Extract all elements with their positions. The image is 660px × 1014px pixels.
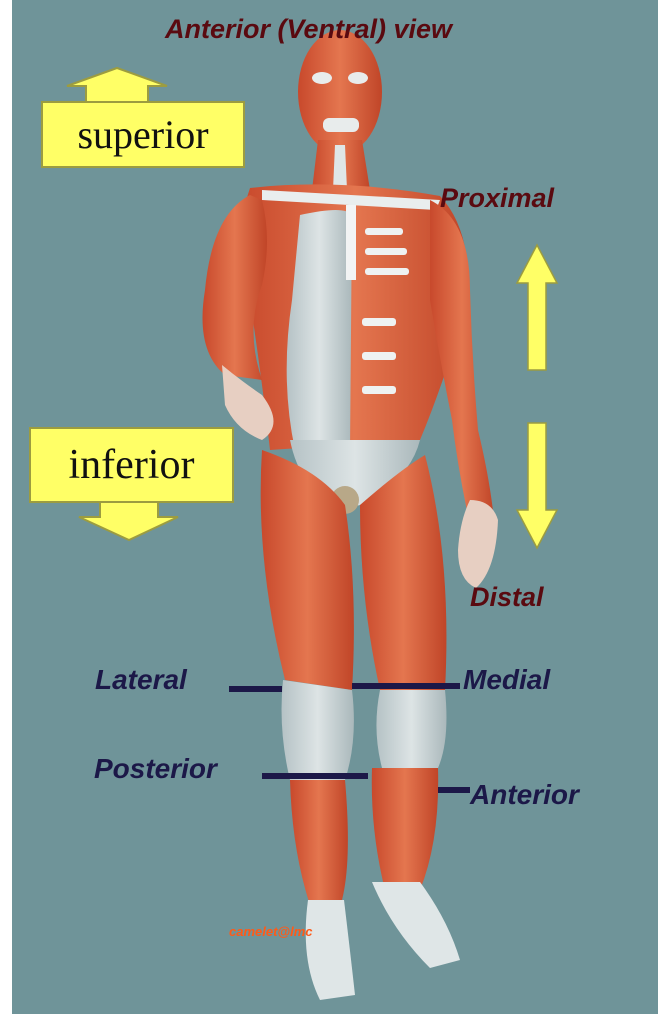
distal-label: Distal [470, 582, 544, 613]
medial-label: Medial [463, 664, 550, 696]
view-title: Anterior (Ventral) view [165, 14, 452, 45]
left-leg [360, 455, 460, 968]
inferior-label: inferior [32, 430, 231, 500]
right-leg [261, 450, 355, 1000]
image-credit: camelet@lmc [229, 924, 313, 939]
superior-label: superior [44, 104, 242, 165]
distal-arrow [517, 423, 557, 548]
posterior-label: Posterior [94, 753, 217, 785]
proximal-label: Proximal [440, 183, 554, 214]
lateral-label: Lateral [95, 664, 187, 696]
anterior-label: Anterior [470, 779, 579, 811]
proximal-arrow [517, 245, 557, 370]
head [298, 30, 382, 190]
left-arm [430, 200, 498, 588]
